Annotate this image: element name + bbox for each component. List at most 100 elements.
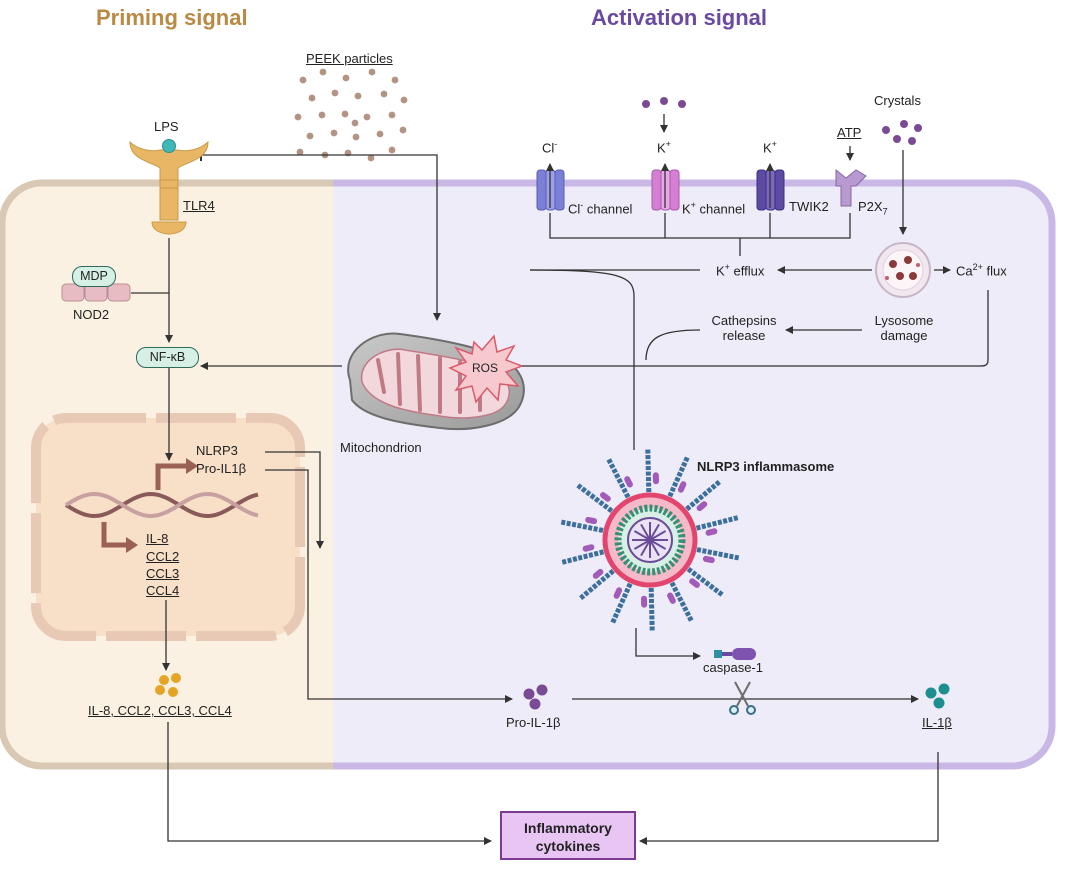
ros-label: ROS: [472, 361, 499, 375]
chemokine-molecules: [155, 673, 181, 697]
tlr4-label: TLR4: [183, 198, 215, 213]
k-efflux-post: efflux: [729, 263, 765, 279]
cell-membrane-priming: [0, 179, 333, 770]
k-efflux-label: K+ efflux: [716, 262, 764, 279]
k-ions: [642, 97, 686, 108]
inflammasome-spoke: [645, 447, 652, 493]
peek-particles: [294, 68, 408, 162]
priming-signal-title: Priming signal: [96, 5, 248, 30]
ca-flux-label: Ca2+ flux: [956, 262, 1007, 279]
il1b-label: IL-1β: [922, 715, 952, 730]
lysosome-line-1: Lysosome: [874, 313, 934, 328]
il8-gene-label: IL-8: [146, 531, 169, 546]
ros-burst: [448, 334, 525, 404]
inflammasome-pyd-domain: [585, 516, 598, 525]
inflammasome-spoke: [605, 456, 631, 499]
nlrp3-inflammasome: [559, 447, 741, 633]
cl-ion-text: Cl: [542, 140, 555, 156]
ccl2-gene-label: CCL2: [146, 549, 180, 564]
cl-channel-sup: -: [580, 200, 584, 210]
k-efflux-pre: K: [716, 263, 725, 279]
cl-channel-pre: Cl: [568, 201, 581, 217]
scissors-icon: [729, 681, 756, 715]
k-efflux-sup: +: [724, 262, 730, 272]
caspase-1-label: caspase-1: [703, 660, 763, 675]
inflammasome-spoke: [686, 567, 725, 598]
inflammasome-pyd-domain: [705, 528, 718, 536]
pro-il1b-gene-to-protein: [265, 469, 513, 703]
il1b-to-output: [639, 752, 939, 845]
p2x7-receptor: [835, 168, 867, 207]
k-channel-post: channel: [695, 201, 746, 217]
tlr4-receptor: [129, 140, 209, 235]
inflammasome-pyd-domain: [702, 555, 715, 564]
inflammasome-pyd-domain: [592, 568, 604, 579]
nod2-label: NOD2: [73, 307, 110, 322]
inflammasome-core: [632, 522, 668, 558]
cl-channel-post: channel: [583, 201, 633, 217]
mdp-label: MDP: [72, 266, 116, 287]
inflammasome-label: NLRP3 inflammasome: [697, 459, 835, 474]
activation-region: [333, 183, 1052, 766]
inflammasome-spoke: [575, 482, 614, 513]
peek-particles-label: PEEK particles: [306, 51, 393, 66]
pro-il1b-molecules: [523, 684, 548, 710]
inflammasome-pyd-domain: [677, 481, 687, 493]
k-ion-text-1: K: [657, 140, 666, 156]
ca-flux-sup: 2+: [972, 262, 983, 272]
transcription-arrowhead-chemokines: [126, 537, 138, 553]
inflammasome-pyd-domain: [600, 492, 611, 502]
convergence-line: [529, 269, 635, 450]
nucleus: [31, 413, 305, 641]
activation-signal-title: Activation signal: [591, 5, 768, 30]
nfkb-label: NF-κB: [136, 347, 199, 368]
ca-flux-post: flux: [982, 263, 1007, 279]
output-line-1: Inflammatory: [524, 820, 612, 836]
cl-ion-sup: -: [554, 139, 558, 149]
lps-label: LPS: [154, 119, 179, 134]
lysosome-damage-label: Lysosome damage: [864, 313, 944, 344]
atp-label: ATP: [837, 125, 862, 140]
cell: [2, 183, 1052, 766]
cathepsins-line-2: release: [722, 327, 766, 343]
nod2-receptor: [61, 283, 131, 302]
ccl4-gene-label: CCL4: [146, 583, 180, 598]
inflammasome-to-caspase: [635, 628, 701, 660]
k-ion-sup-1: +: [665, 139, 671, 149]
inflammasome-spoke: [695, 514, 740, 531]
k-ion-label-1: K+: [657, 139, 671, 156]
il1b-molecules: [925, 683, 950, 709]
crystals: [882, 120, 922, 145]
p2x7-sub: 7: [882, 206, 888, 217]
k-channel-label: K+ channel: [682, 200, 745, 217]
inflammasome-spoke: [559, 519, 604, 533]
caspase-1-molecule: [714, 648, 756, 660]
k-ion-text-2: K: [763, 140, 772, 156]
inflammasome-pyd-domain: [624, 476, 633, 488]
inflammasome-pyd-domain: [667, 592, 676, 604]
cathepsins-release-label: Cathepsins release: [704, 313, 784, 344]
p2x7-label: P2X7: [858, 199, 888, 217]
channels-bracket: [549, 213, 851, 256]
cl-ion-label: Cl-: [542, 139, 557, 156]
transcription-arrowhead-nlrp3: [186, 458, 198, 474]
inflammasome-pyd-domain: [613, 587, 623, 599]
lysosome: [875, 242, 931, 298]
chemokines-label: IL-8, CCL2, CCL3, CCL4: [88, 703, 232, 718]
cell-membrane-activation: [333, 179, 1056, 770]
inflammasome-pyd-domain: [696, 501, 708, 512]
peek-to-mitochondrion: [430, 154, 441, 321]
inflammasome-pyd-domain: [641, 595, 648, 608]
inflammasome-spoke: [667, 455, 691, 498]
inflammasome-spoke: [696, 547, 741, 561]
pro-il1b-protein-label: Pro-IL-1β: [506, 715, 561, 730]
inflammasome-spoke: [669, 581, 695, 624]
inflammasome-spoke: [685, 478, 723, 512]
inflammasome-spoke: [648, 587, 655, 633]
transcription-arrow-nlrp3: [155, 463, 186, 490]
k-ion-sup-2: +: [771, 139, 777, 149]
mitochondrion-label: Mitochondrion: [340, 440, 422, 455]
cl-channel-label: Cl- channel: [568, 200, 632, 217]
crystals-label: Crystals: [874, 93, 921, 108]
